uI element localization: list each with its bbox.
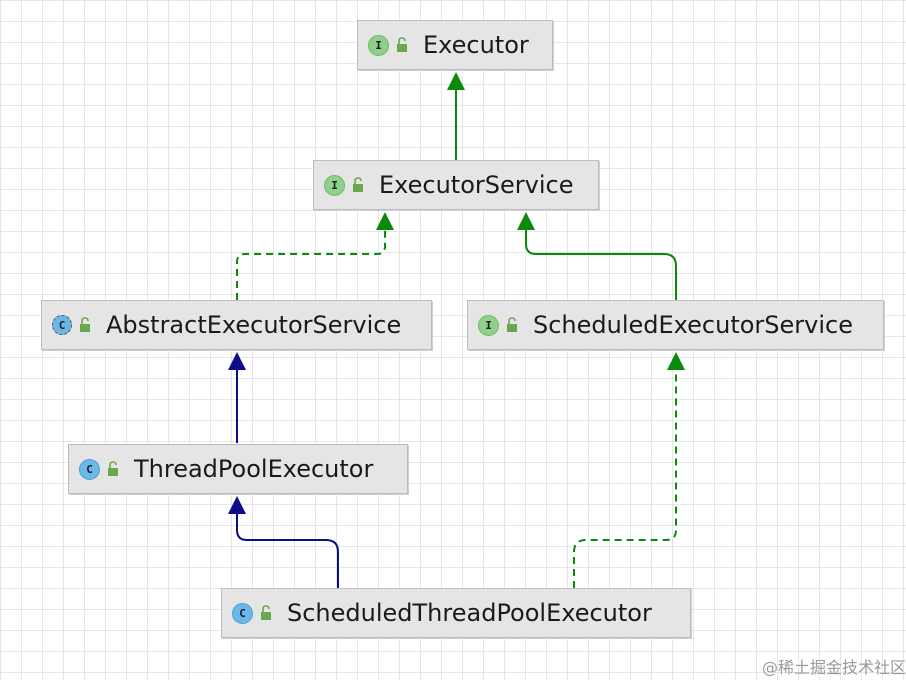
unlocked-padlock-icon <box>397 37 407 52</box>
unlocked-padlock-icon <box>261 605 271 620</box>
node-label: AbstractExecutorService <box>106 311 402 339</box>
node-thread-pool-executor[interactable]: C ThreadPoolExecutor <box>68 444 408 494</box>
interface-icon: I <box>368 34 389 56</box>
edge-scheduledexecutorservice-to-executorservice <box>517 212 677 300</box>
unlocked-padlock-icon <box>507 317 517 332</box>
edge-scheduledthreadpoolexecutor-to-threadpoolexecutor <box>228 496 339 588</box>
edge-threadpoolexecutor-to-abstractexecutorservice <box>228 352 246 443</box>
interface-icon: I <box>324 174 345 196</box>
node-scheduled-thread-pool-executor[interactable]: C ScheduledThreadPoolExecutor <box>221 588 691 638</box>
edge-abstractexecutorservice-to-executorservice <box>236 212 394 300</box>
node-label: ExecutorService <box>379 171 574 199</box>
watermark: @稀土掘金技术社区 <box>761 658 906 677</box>
interface-icon: I <box>478 314 499 336</box>
node-executor[interactable]: I Executor <box>357 20 553 70</box>
node-abstract-executor-service[interactable]: C AbstractExecutorService <box>41 300 432 350</box>
abstract-class-icon: C <box>52 315 72 335</box>
node-label: ThreadPoolExecutor <box>134 455 374 483</box>
node-label: ScheduledExecutorService <box>533 311 853 339</box>
unlocked-padlock-icon <box>108 461 118 476</box>
node-label: Executor <box>423 31 529 59</box>
node-label: ScheduledThreadPoolExecutor <box>287 599 652 627</box>
class-icon: C <box>79 458 100 480</box>
node-executor-service[interactable]: I ExecutorService <box>313 160 599 210</box>
node-scheduled-executor-service[interactable]: I ScheduledExecutorService <box>467 300 884 350</box>
unlocked-padlock-icon <box>353 177 363 192</box>
unlocked-padlock-icon <box>80 317 90 332</box>
edge-executorservice-to-executor <box>447 72 465 160</box>
edge-scheduledthreadpoolexecutor-to-scheduledexecutorservice <box>573 352 685 588</box>
class-icon: C <box>232 602 253 624</box>
